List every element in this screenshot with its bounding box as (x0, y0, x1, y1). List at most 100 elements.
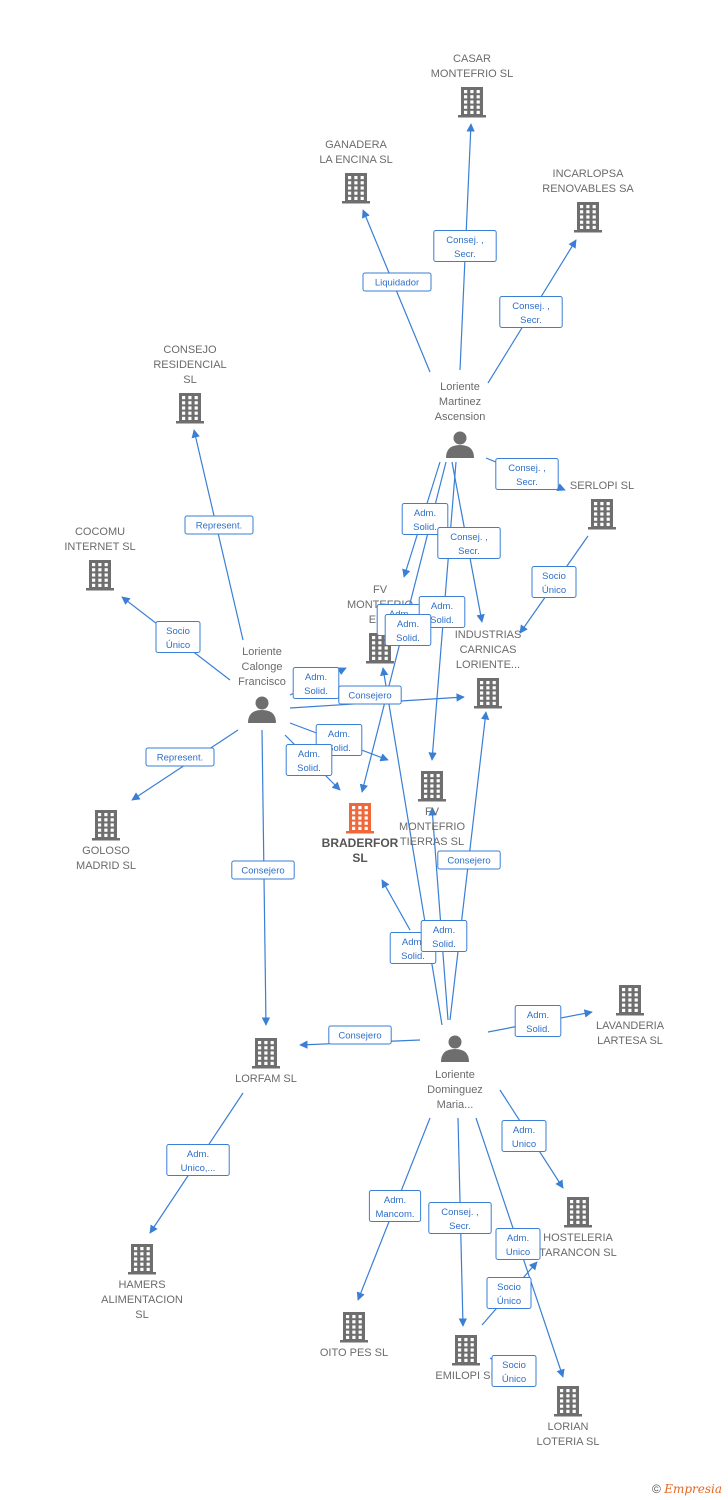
building-icon (176, 393, 204, 424)
edge-label[interactable]: Consej. ,Secr. (437, 527, 501, 559)
node-label-line: INTERNET SL (64, 541, 135, 553)
edge-label[interactable]: Consejero (338, 685, 402, 705)
edge-label-text: Unico (506, 1247, 530, 1258)
edge-label-text: Unico (512, 1139, 536, 1150)
building-icon (92, 810, 120, 841)
edge-label-text: Solid. (413, 522, 437, 533)
edge-label[interactable]: Adm.Solid. (292, 667, 340, 699)
edge-label-text: Adm. (433, 925, 455, 936)
edge-label-text: Solid. (432, 939, 456, 950)
edge-p_dominguez-to-fvmontefrio (380, 667, 443, 1026)
brand-logo-text[interactable]: Empresia (664, 1482, 722, 1496)
edge-label[interactable]: Consej. , Secr. (495, 458, 559, 490)
node-label-line: HOSTELERIA (543, 1232, 613, 1244)
edge-label[interactable]: Adm.Solid. (285, 744, 333, 776)
company-node-lorian[interactable]: LORIAN LOTERIA SL (537, 1386, 600, 1448)
company-node-emilopi[interactable]: EMILOPI SL (435, 1335, 497, 1382)
node-label-line: BRADERFOR (322, 836, 399, 850)
node-label-line: SL (183, 374, 196, 386)
edge-label[interactable]: Adm.Solid. (514, 1005, 562, 1037)
building-icon (252, 1038, 280, 1069)
edge-label[interactable]: Consej. ,Secr. (433, 230, 497, 262)
edge-label-text: Único (497, 1296, 521, 1307)
node-label-line: COCOMU (75, 526, 125, 538)
edge-label-text: Único (542, 585, 566, 596)
footer: © Empresia (652, 1482, 722, 1496)
node-label-line: Martinez (439, 396, 481, 408)
person-icon (441, 1035, 469, 1062)
edge-label-text: Adm. (305, 672, 327, 683)
building-icon (418, 771, 446, 802)
edge-label[interactable]: Adm.Unico,... (166, 1144, 230, 1176)
node-label-line: SL (135, 1309, 148, 1321)
edge-label-text: Consej. , (450, 532, 488, 543)
edge-label-text: Secr. (516, 477, 538, 488)
node-label-line: Francisco (238, 676, 286, 688)
edge-label[interactable]: Consej. ,Secr. (499, 296, 563, 328)
building-icon (346, 803, 374, 834)
edge-label-text: Adm. (507, 1233, 529, 1244)
edge-p_dominguez-to-braderfor (381, 879, 411, 931)
edge-label-text: Adm. (414, 508, 436, 519)
edge-label[interactable]: Consejero (437, 850, 501, 870)
edge-label[interactable]: Adm.Mancom. (368, 1190, 422, 1222)
person-node-p_dominguez[interactable]: LorienteDominguezMaria... (427, 1035, 483, 1112)
edge-label[interactable]: Adm. Solid. (420, 920, 468, 952)
edge-label[interactable]: Liquidador (362, 272, 432, 292)
node-label-line: Loriente (440, 381, 480, 393)
node-label-line: SERLOPI SL (570, 480, 634, 492)
edge-label[interactable]: Represent. (145, 747, 215, 767)
node-label-line: GOLOSO (82, 845, 130, 857)
edge-label[interactable]: Adm. Unico (495, 1228, 541, 1260)
company-node-serlopi[interactable]: SERLOPI SL (570, 480, 634, 530)
edge-label-text: Represent. (157, 753, 203, 764)
edge-label-text: Solid. (297, 763, 321, 774)
edge-label[interactable]: Represent. (184, 515, 254, 535)
company-node-industrias[interactable]: INDUSTRIASCARNICASLORIENTE... (455, 629, 522, 709)
node-label-line: RESIDENCIAL (153, 359, 226, 371)
edge-label-text: Consej. , (508, 463, 546, 474)
edge-label-text: Consejero (447, 856, 490, 867)
building-icon (340, 1312, 368, 1343)
building-icon (458, 87, 486, 118)
edge-label[interactable]: Adm.Solid. (384, 614, 432, 646)
edge-label[interactable]: Consejero (231, 860, 295, 880)
edge-p_calonge-to-consejo (191, 429, 244, 641)
building-icon (342, 173, 370, 204)
edge-label[interactable]: Adm.Unico (501, 1120, 547, 1152)
node-label-line: GANADERA (325, 139, 387, 151)
company-node-oitopes[interactable]: OITO PES SL (320, 1312, 388, 1359)
company-node-lorfam[interactable]: LORFAM SL (235, 1038, 297, 1085)
edge-label-text: Consejero (241, 866, 284, 877)
edge-label-text: Solid. (327, 743, 351, 754)
node-label-line: LORIAN (548, 1421, 589, 1433)
company-node-goloso[interactable]: GOLOSO MADRID SL (76, 810, 136, 872)
node-label-line: INCARLOPSA (553, 168, 625, 180)
edge-label[interactable]: Adm. Solid. (401, 503, 449, 535)
company-node-cocomu[interactable]: COCOMU INTERNET SL (64, 526, 136, 591)
node-label-line: LOTERIA SL (537, 1436, 600, 1448)
edge-label[interactable]: Consej. ,Secr. (428, 1202, 492, 1234)
edge-label-text: Solid. (430, 615, 454, 626)
edge-label[interactable]: Consejero (328, 1025, 392, 1045)
edge-label-text: Único (502, 1374, 526, 1385)
node-label-line: MADRID SL (76, 860, 136, 872)
node-label-line: LARTESA SL (597, 1035, 663, 1047)
